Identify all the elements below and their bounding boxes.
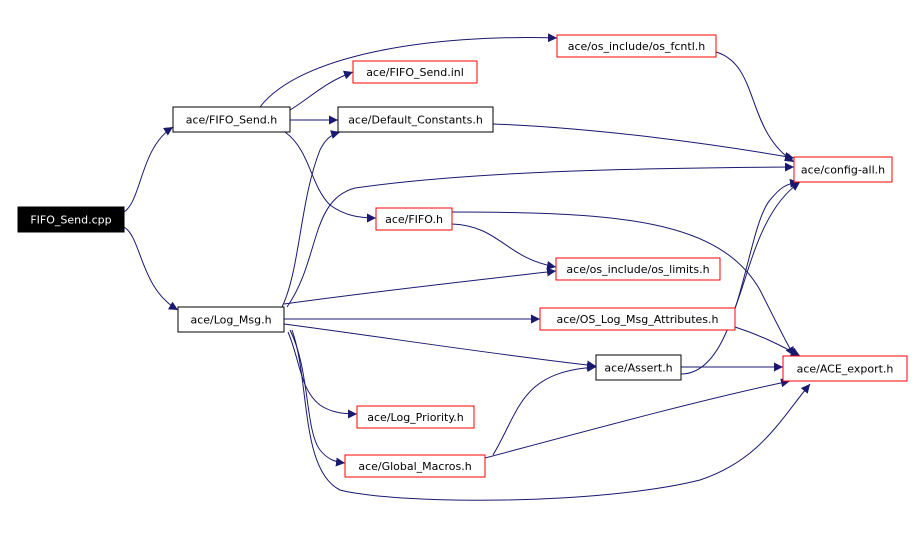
node-config-all-h[interactable]: ace/config-all.h (793, 156, 893, 183)
node-label: ace/os_include/os_limits.h (566, 263, 709, 276)
node-fifo-send-cpp: FIFO_Send.cpp (17, 206, 125, 233)
node-box (793, 156, 893, 183)
edge-fifo-h-to-os-limits-h (451, 223, 557, 270)
node-box (177, 306, 285, 333)
node-fifo-send-inl[interactable]: ace/FIFO_Send.inl (352, 60, 478, 84)
edge-fifo-send-cpp-to-fifo-send-h (123, 126, 174, 213)
node-box (172, 106, 291, 133)
edge-default-constants-h-to-config-all-h (492, 123, 795, 161)
edge-os-fcntl-h-to-config-all-h (715, 51, 795, 163)
edge-fifo-send-h-to-fifo-send-inl (289, 70, 354, 111)
node-label: ace/FIFO_Send.inl (366, 66, 464, 79)
node-fifo-h[interactable]: ace/FIFO.h (375, 207, 453, 231)
edge-global-macros-h-to-ace-export-h (484, 378, 791, 459)
node-assert-h[interactable]: ace/Assert.h (595, 354, 682, 381)
edge-fifo-send-h-to-os-fcntl-h (259, 33, 558, 108)
edge-log-msg-h-to-config-all-h (286, 162, 795, 308)
node-box (782, 355, 908, 382)
node-fifo-send-h[interactable]: ace/FIFO_Send.h (172, 106, 291, 133)
edge-log-msg-h-to-log-priority-h (287, 331, 358, 419)
node-label: ace/FIFO.h (385, 213, 443, 226)
edge-log-msg-h-to-global-macros-h (289, 329, 346, 467)
node-os-limits-h[interactable]: ace/os_include/os_limits.h (555, 257, 721, 281)
node-box (539, 307, 736, 331)
node-box (555, 257, 721, 281)
node-label: FIFO_Send.cpp (30, 214, 111, 227)
edge-log-msg-h-to-ace-export-h (291, 329, 811, 501)
edge-os-log-msg-attributes-h-to-ace-export-h (734, 326, 801, 357)
node-label: ace/OS_Log_Msg_Attributes.h (556, 313, 718, 326)
node-label: ace/FIFO_Send.h (186, 114, 278, 127)
node-os-log-msg-attributes-h[interactable]: ace/OS_Log_Msg_Attributes.h (539, 307, 736, 331)
node-label: ace/Default_Constants.h (348, 114, 483, 127)
edge-log-msg-h-to-default-constants-h (281, 130, 341, 308)
node-global-macros-h[interactable]: ace/Global_Macros.h (344, 454, 486, 478)
node-box (337, 106, 494, 133)
node-box (356, 405, 475, 429)
edge-fifo-h-to-ace-export-h (451, 211, 795, 357)
edge-global-macros-h-to-assert-h (492, 363, 597, 456)
node-box (595, 354, 682, 381)
nodes-layer: FIFO_Send.cpp ace/FIFO_Send.h ace/Log_Msg.… (17, 34, 908, 478)
node-label: ace/config-all.h (801, 164, 885, 177)
node-box (556, 34, 717, 58)
node-box (17, 206, 125, 233)
edge-os-log-msg-attributes-h-to-config-all-h (734, 181, 801, 309)
node-box (344, 454, 486, 478)
node-label: ace/Log_Msg.h (190, 314, 271, 327)
node-log-priority-h[interactable]: ace/Log_Priority.h (356, 405, 475, 429)
node-log-msg-h[interactable]: ace/Log_Msg.h (177, 306, 285, 333)
node-label: ace/Log_Priority.h (367, 411, 463, 424)
node-box (352, 60, 478, 84)
node-default-constants-h[interactable]: ace/Default_Constants.h (337, 106, 494, 133)
node-label: ace/Assert.h (604, 362, 672, 375)
node-label: ace/os_include/os_fcntl.h (568, 40, 706, 53)
node-label: ace/Global_Macros.h (358, 460, 471, 473)
edge-log-msg-h-to-assert-h (283, 323, 597, 370)
node-ace-export-h[interactable]: ace/ACE_export.h (782, 355, 908, 382)
node-os-fcntl-h[interactable]: ace/os_include/os_fcntl.h (556, 34, 717, 58)
edge-log-msg-h-to-os-limits-h (283, 267, 557, 305)
edge-assert-h-to-config-all-h (680, 178, 800, 375)
node-box (375, 207, 453, 231)
node-label: ace/ACE_export.h (797, 363, 894, 376)
edges-layer (123, 33, 811, 501)
edge-fifo-send-cpp-to-log-msg-h (123, 226, 179, 311)
